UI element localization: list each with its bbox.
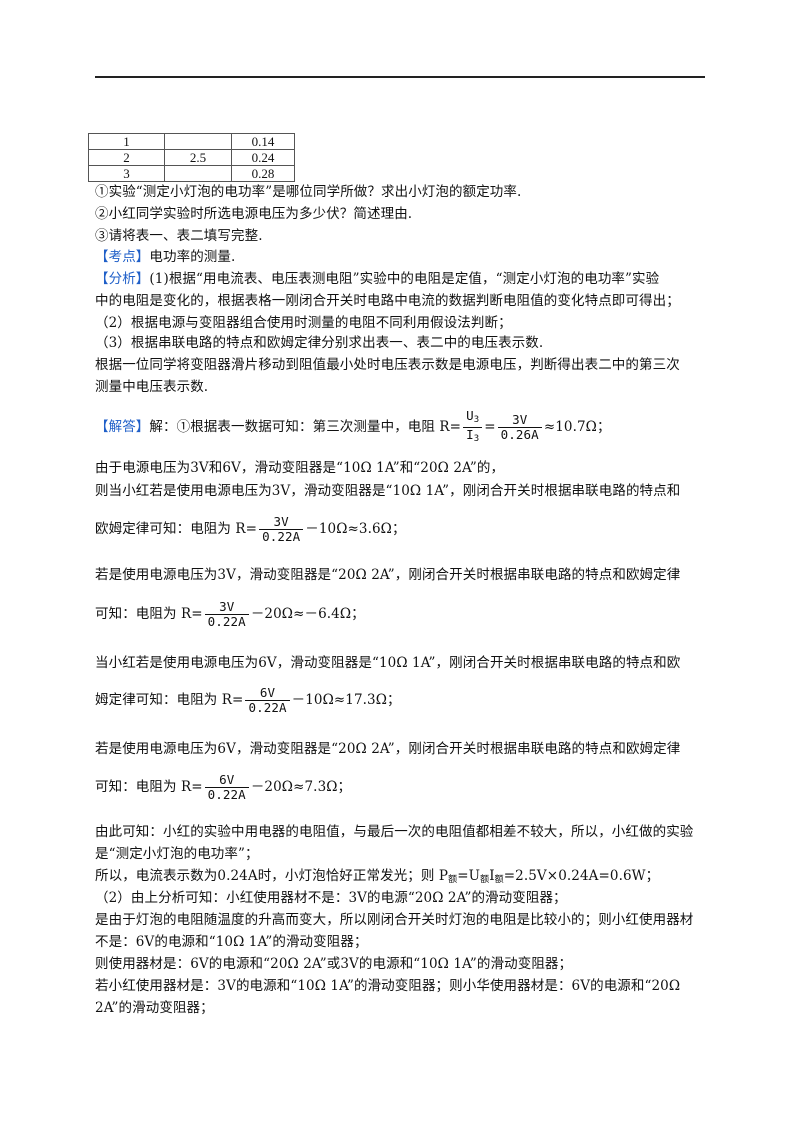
jieda-line-15: 是由于灯泡的电阻随温度的升高而变大，所以刚闭合开关时灯泡的电阻是比较小的；则小红… (95, 912, 694, 928)
question-2: ②小红同学实验时所选电源电压为多少伏？简述理由. (95, 206, 413, 222)
jieda-line-18: 若小红使用器材是：3V的电源和“10Ω 1A”的滑动变阻器；则小华使用器材是：6… (95, 978, 681, 994)
jieda-text: 欧姆定律可知：电阻为 R= (95, 521, 258, 537)
kaodian-label: 【考点】 (95, 249, 150, 265)
kaodian-line: 【考点】电功率的测量. (95, 248, 235, 266)
jieda-text: =U (457, 868, 481, 884)
jieda-text: －20Ω≈7.3Ω； (250, 779, 352, 795)
subscript: 额 (448, 875, 458, 885)
table-row: 1 0.14 (88, 133, 295, 150)
subscript: 额 (494, 875, 504, 885)
equals-sign: = (484, 419, 496, 435)
table-cell: 0.24 (231, 149, 295, 166)
table-cell (164, 165, 232, 182)
fraction-denominator: I (466, 427, 474, 442)
jieda-line-17: 则使用器材是：6V的电源和“20Ω 2A”或3V的电源和“10Ω 1A”的滑动变… (95, 956, 573, 972)
table-row: 2 2.5 0.24 (88, 149, 295, 166)
jieda-line-11: 由此可知：小红的实验中用电器的电阻值，与最后一次的电阻值都相差不较大，所以，小红… (95, 824, 694, 840)
jieda-text: =2.5V×0.24A=0.6W； (503, 868, 660, 884)
fraction-numerator: 3V (259, 515, 304, 530)
fraction-denominator: 0.22A (262, 529, 301, 544)
jieda-line-9: 若是使用电源电压为6V，滑动变阻器是“20Ω 2A”，刚闭合开关时根据串联电路的… (95, 741, 681, 757)
fraction-denominator: 0.22A (248, 700, 287, 715)
fraction-denominator: 0.22A (207, 614, 246, 629)
jieda-line-12: 是“测定小灯泡的电功率”； (95, 846, 259, 862)
table-cell: 3 (88, 165, 165, 182)
fraction-numerator: U (466, 408, 474, 423)
jieda-text: 可知：电阻为 R= (95, 606, 203, 622)
fenxi-line-4: （3）根据串联电路的特点和欧姆定律分别求出表一、表二中的电压表示数. (95, 335, 544, 351)
jieda-text: 可知：电阻为 R= (95, 779, 203, 795)
subscript: 额 (480, 875, 490, 885)
table-cell: 2 (88, 149, 165, 166)
jieda-text: －10Ω≈17.3Ω； (291, 692, 401, 708)
fenxi-line-6: 测量中电压表示数. (95, 379, 209, 395)
subscript: 3 (473, 434, 480, 444)
table-cell: 1 (88, 133, 165, 150)
fraction-numerator: 6V (204, 773, 249, 788)
question-3: ③请将表一、表二填写完整. (95, 228, 263, 244)
jieda-text: 姆定律可知：电阻为 R= (95, 692, 244, 708)
jieda-text: ≈10.7Ω； (543, 419, 611, 435)
header-rule (95, 76, 705, 78)
fenxi-line-3: （2）根据电源与变阻器组合使用时测量的电阻不同利用假设法判断； (95, 315, 512, 331)
fenxi-line-1: 【分析】(1)根据“用电流表、电压表测电阻”实验中的电阻是定值，“测定小灯泡的电… (95, 270, 659, 288)
jieda-text: －10Ω≈3.6Ω； (305, 521, 406, 537)
fraction-numerator: 3V (204, 600, 249, 615)
kaodian-text: 电功率的测量. (149, 249, 236, 265)
subscript: 3 (473, 415, 480, 425)
table-cell: 0.28 (231, 165, 295, 182)
jieda-text: 解：①根据表一数据可知：第三次测量中，电阻 R= (149, 419, 462, 435)
data-table: 1 0.14 2 2.5 0.24 3 0.28 (88, 133, 295, 182)
table-cell (164, 133, 232, 150)
jieda-line-19: 2A”的滑动变阻器； (95, 1000, 214, 1016)
jieda-line-5: 若是使用电源电压为3V，滑动变阻器是“20Ω 2A”，刚闭合开关时根据串联电路的… (95, 567, 681, 583)
fenxi-line-2: 中的电阻是变化的，根据表格一刚闭合开关时电路中电流的数据判断电阻值的变化特点即可… (95, 293, 680, 309)
table-cell: 0.14 (231, 133, 295, 150)
table-cell: 2.5 (164, 149, 232, 166)
fenxi-text: (1)根据“用电流表、电压表测电阻”实验中的电阻是定值，“测定小灯泡的电功率”实… (149, 271, 660, 287)
jieda-line-16: 不是：6V的电源和“10Ω 1A”的滑动变阻器； (95, 934, 368, 950)
fraction-denominator: 0.26A (500, 427, 539, 442)
table-row: 3 0.28 (88, 165, 295, 182)
jieda-line-7: 当小红若是使用电源电压为6V，滑动变阻器是“10Ω 1A”，刚闭合开关时根据串联… (95, 655, 681, 671)
fraction-numerator: 3V (497, 413, 542, 428)
question-1: ①实验“测定小灯泡的电功率”是哪位同学所做？求出小灯泡的额定功率. (95, 184, 522, 200)
jieda-text: I (489, 868, 495, 884)
jieda-text: 所以，电流表示数为0.24A时，小灯泡恰好正常发光；则 P (95, 868, 449, 884)
fraction-denominator: 0.22A (207, 787, 246, 802)
jieda-line-3: 则当小红若是使用电源电压为3V，滑动变阻器是“10Ω 1A”，刚闭合开关时根据串… (95, 483, 681, 499)
fenxi-line-5: 根据一位同学将变阻器滑片移动到阻值最小处时电压表示数是电源电压，判断得出表二中的… (95, 357, 680, 373)
fenxi-label: 【分析】 (95, 271, 150, 287)
jieda-line-2: 由于电源电压为3V和6V，滑动变阻器是“10Ω 1A”和“20Ω 2A”的， (95, 460, 505, 476)
fraction-numerator: 6V (245, 686, 290, 701)
jieda-label: 【解答】 (95, 419, 150, 435)
jieda-text: －20Ω≈－6.4Ω； (250, 606, 365, 622)
jieda-line-14: （2）由上分析可知：小红使用器材不是：3V的电源“20Ω 2A”的滑动变阻器； (95, 890, 567, 906)
jieda-line-13: 所以，电流表示数为0.24A时，小灯泡恰好正常发光；则 P额=U额I额=2.5V… (95, 867, 659, 889)
